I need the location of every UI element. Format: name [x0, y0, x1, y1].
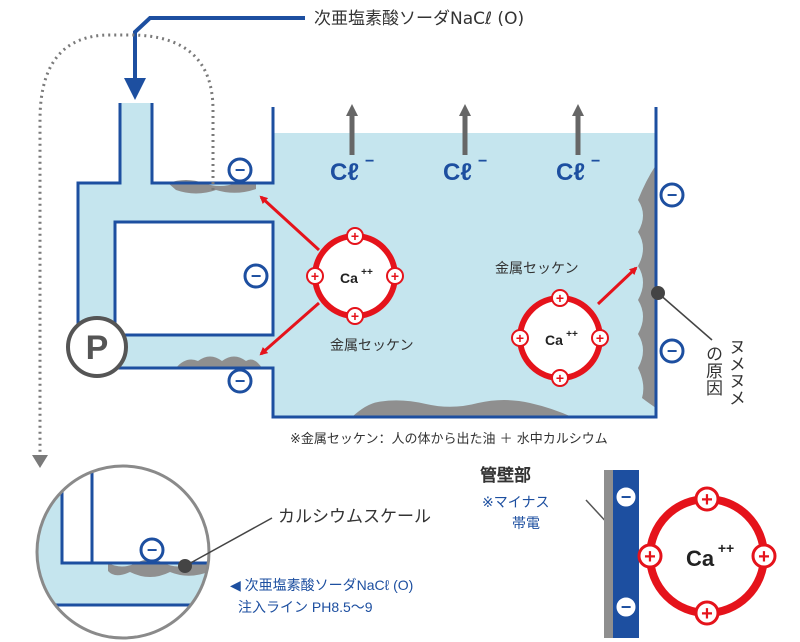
svg-text:++: ++: [566, 329, 578, 340]
svg-text:Ca: Ca: [686, 546, 715, 571]
injection-label-top: 次亜塩素酸ソーダNaCℓ (O): [314, 9, 524, 29]
calcium-scale-label: カルシウムスケール: [278, 507, 431, 527]
footnote: ※金属セッケン：人の体から出た油 ＋ 水中カルシウム: [290, 431, 608, 447]
injection-label-line1: ◀ 次亜塩素酸ソーダNaCℓ (O): [230, 577, 413, 593]
scale-deposit-wall: [638, 165, 656, 408]
plus-badges-detail: + + + +: [637, 486, 777, 626]
slime-label-line1: ヌメヌメ: [725, 338, 745, 406]
svg-text:+: +: [701, 489, 713, 511]
svg-text:−: −: [235, 371, 246, 391]
svg-text:−: −: [365, 153, 374, 170]
slime-callout: [651, 286, 713, 341]
red-arrows-left: [259, 195, 321, 356]
chloride-ion-1: Cℓ −: [330, 153, 374, 186]
minus-marker-inner: −: [243, 263, 269, 289]
svg-text:+: +: [311, 268, 319, 284]
calcium-scale-callout: [178, 517, 273, 573]
metal-soap-label-left: 金属セッケン: [330, 338, 414, 354]
minus-marker-bottom: −: [227, 368, 253, 394]
zoom-detail: [35, 464, 211, 640]
scale-deposit-floor: [352, 400, 572, 417]
wall-title: 管壁部: [480, 465, 531, 486]
calcium-ion-right: Ca ++: [517, 295, 603, 381]
svg-text:−: −: [621, 597, 632, 617]
recirculation-dotted-line: [38, 33, 215, 455]
chloride-ion-2: Cℓ −: [443, 153, 487, 186]
svg-text:−: −: [478, 153, 487, 170]
zoom-pointer-arrowhead: [32, 455, 48, 468]
wall-minus-lower: −: [613, 594, 639, 620]
svg-text:+: +: [758, 546, 770, 568]
svg-text:+: +: [351, 308, 359, 324]
slime-label-line2: の原因: [702, 345, 723, 396]
scale-deposit-bottom-left: [176, 356, 262, 368]
svg-text:−: −: [667, 185, 678, 205]
plus-badges-left: + + + +: [306, 227, 404, 325]
calcium-ion-detail: Ca ++: [646, 495, 768, 617]
chloride-ion-3: Cℓ −: [556, 153, 600, 186]
svg-text:+: +: [556, 290, 564, 306]
svg-text:Cℓ: Cℓ: [443, 159, 472, 186]
svg-text:−: −: [251, 266, 262, 286]
svg-text:−: −: [667, 341, 678, 361]
minus-marker-wall-lower: −: [659, 338, 685, 364]
metal-soap-label-right: 金属セッケン: [495, 261, 579, 277]
svg-text:+: +: [701, 603, 713, 625]
svg-text:P: P: [86, 329, 109, 367]
svg-text:+: +: [596, 330, 604, 346]
svg-text:++: ++: [361, 267, 373, 278]
svg-text:+: +: [644, 546, 656, 568]
svg-text:−: −: [147, 540, 158, 560]
wall-note-line2: 帯電: [512, 515, 540, 531]
svg-text:Ca: Ca: [340, 270, 358, 286]
svg-text:−: −: [591, 153, 600, 170]
wall-minus-upper: −: [613, 484, 639, 510]
chloride-arrows: [346, 104, 584, 155]
svg-text:+: +: [391, 268, 399, 284]
minus-marker-top: −: [227, 157, 253, 183]
svg-text:Cℓ: Cℓ: [330, 159, 359, 186]
calcium-ion-left: Ca ++: [312, 233, 398, 319]
svg-text:−: −: [235, 160, 246, 180]
red-arrow-right: [596, 266, 638, 306]
svg-text:+: +: [556, 370, 564, 386]
svg-text:Ca: Ca: [545, 332, 563, 348]
svg-text:++: ++: [718, 540, 734, 556]
svg-text:−: −: [621, 487, 632, 507]
injection-label-line2: 注入ライン PH8.5〜9: [238, 599, 373, 615]
svg-text:Cℓ: Cℓ: [556, 159, 585, 186]
zoom-minus-marker: −: [139, 537, 165, 563]
wall-note-line1: ※マイナス: [482, 494, 549, 510]
minus-marker-wall-upper: −: [659, 182, 685, 208]
pump-symbol: P: [66, 316, 128, 378]
svg-text:+: +: [516, 330, 524, 346]
injection-line-top: [124, 16, 305, 100]
plus-badges-right: + + + +: [511, 289, 609, 387]
svg-text:+: +: [351, 228, 359, 244]
